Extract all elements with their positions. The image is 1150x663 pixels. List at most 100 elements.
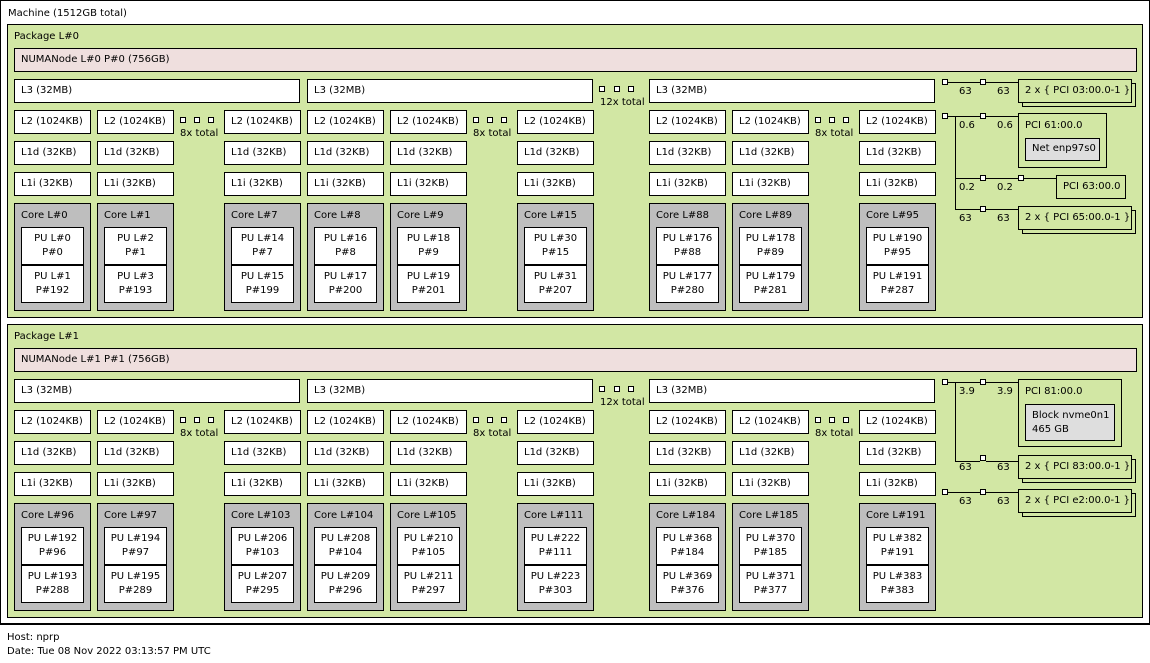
date-label: Date: Tue 08 Nov 2022 03:13:57 PM UTC bbox=[7, 646, 211, 657]
pu-box bbox=[656, 527, 719, 565]
link-line bbox=[986, 116, 1018, 117]
l3-cache bbox=[307, 379, 593, 403]
connector-port bbox=[942, 379, 948, 385]
pu-logical-label: PU L#368 bbox=[662, 533, 713, 544]
l2-cache-label: L2 (1024KB) bbox=[104, 116, 166, 127]
pu-box bbox=[231, 227, 294, 265]
pu-box bbox=[739, 527, 802, 565]
connector-port bbox=[599, 386, 605, 392]
machine-label: Machine (1512GB total) bbox=[8, 8, 127, 19]
pu-box bbox=[524, 527, 587, 565]
pu-physical-label: P#191 bbox=[880, 547, 915, 558]
connector-port bbox=[980, 175, 986, 181]
pu-physical-label: P#97 bbox=[121, 547, 150, 558]
l2-total-label: 8x total bbox=[473, 128, 512, 139]
l2-cache bbox=[649, 110, 726, 134]
pu-physical-label: P#280 bbox=[670, 285, 705, 296]
l1d-cache bbox=[649, 441, 726, 465]
l1d-cache-label: L1d (32KB) bbox=[21, 447, 77, 458]
l1d-cache bbox=[390, 141, 467, 165]
link-line bbox=[986, 178, 1018, 179]
l2-cache-label: L2 (1024KB) bbox=[739, 116, 801, 127]
l2-cache-label: L2 (1024KB) bbox=[104, 416, 166, 427]
pu-physical-label: P#185 bbox=[753, 547, 788, 558]
l2-cache-label: L2 (1024KB) bbox=[739, 416, 801, 427]
connector-port bbox=[473, 417, 479, 423]
l2-cache-label: L2 (1024KB) bbox=[397, 116, 459, 127]
l2-total-label: 8x total bbox=[180, 428, 219, 439]
pci-device-label: 2 x { PCI 83:00.0-1 } bbox=[1025, 461, 1131, 472]
l1i-cache bbox=[649, 472, 726, 496]
link-line bbox=[948, 116, 956, 117]
numa-node bbox=[14, 48, 1137, 72]
package-box-label: Package L#0 bbox=[14, 31, 79, 42]
pu-box bbox=[231, 527, 294, 565]
l1i-cache-label: L1i (32KB) bbox=[524, 178, 576, 189]
pu-logical-label: PU L#178 bbox=[745, 233, 796, 244]
pu-logical-label: PU L#192 bbox=[27, 533, 78, 544]
core-box-label: Core L#88 bbox=[656, 210, 709, 221]
l1d-cache-label: L1d (32KB) bbox=[739, 147, 795, 158]
pu-physical-label: P#89 bbox=[756, 247, 785, 258]
link-line bbox=[948, 382, 956, 383]
pu-physical-label: P#193 bbox=[118, 285, 153, 296]
core-box-label: Core L#104 bbox=[314, 510, 374, 521]
pu-logical-label: PU L#2 bbox=[117, 233, 154, 244]
connector-port bbox=[501, 117, 507, 123]
pci-device bbox=[1018, 489, 1132, 513]
link-speed: 3.9 bbox=[997, 386, 1013, 397]
l1i-cache-label: L1i (32KB) bbox=[231, 178, 283, 189]
l1i-cache bbox=[390, 172, 467, 196]
pu-logical-label: PU L#223 bbox=[530, 571, 581, 582]
l1d-cache bbox=[517, 441, 594, 465]
pu-box bbox=[524, 227, 587, 265]
core-box-label: Core L#111 bbox=[524, 510, 584, 521]
pu-logical-label: PU L#370 bbox=[745, 533, 796, 544]
l2-cache-label: L2 (1024KB) bbox=[314, 116, 376, 127]
connector-port bbox=[628, 386, 634, 392]
pu-box bbox=[739, 227, 802, 265]
connector-port bbox=[980, 113, 986, 119]
pu-logical-label: PU L#195 bbox=[110, 571, 161, 582]
link-line bbox=[986, 492, 1018, 493]
footer: Host: nprp Date: Tue 08 Nov 2022 03:13:5… bbox=[0, 624, 1150, 663]
l1i-cache-label: L1i (32KB) bbox=[656, 178, 708, 189]
l1d-cache-label: L1d (32KB) bbox=[21, 147, 77, 158]
pu-logical-label: PU L#190 bbox=[872, 233, 923, 244]
pu-box bbox=[397, 265, 460, 303]
link-speed: 0.2 bbox=[959, 182, 975, 193]
l2-cache bbox=[732, 110, 809, 134]
l1d-cache bbox=[307, 441, 384, 465]
pu-logical-label: PU L#31 bbox=[533, 271, 578, 282]
pci-device-label: 2 x { PCI 03:00.0-1 } bbox=[1025, 85, 1131, 96]
l1i-cache bbox=[224, 472, 301, 496]
pu-physical-label: P#296 bbox=[328, 585, 363, 596]
l1d-cache-label: L1d (32KB) bbox=[656, 447, 712, 458]
pu-physical-label: P#88 bbox=[673, 247, 702, 258]
pu-physical-label: P#1 bbox=[125, 247, 146, 258]
pci-device-label: 2 x { PCI e2:00.0-1 } bbox=[1025, 495, 1130, 506]
pu-physical-label: P#287 bbox=[880, 285, 915, 296]
pu-box bbox=[104, 227, 167, 265]
core-box-label: Core L#96 bbox=[21, 510, 74, 521]
pu-box bbox=[656, 227, 719, 265]
os-device bbox=[1025, 138, 1100, 161]
l1i-cache-label: L1i (32KB) bbox=[104, 178, 156, 189]
connector-port bbox=[194, 117, 200, 123]
pu-logical-label: PU L#382 bbox=[872, 533, 923, 544]
pu-logical-label: PU L#193 bbox=[27, 571, 78, 582]
pu-physical-label: P#200 bbox=[328, 285, 363, 296]
pu-logical-label: PU L#206 bbox=[237, 533, 288, 544]
connector-port bbox=[942, 113, 948, 119]
pu-logical-label: PU L#209 bbox=[320, 571, 371, 582]
connector-port bbox=[628, 86, 634, 92]
connector-port bbox=[487, 417, 493, 423]
connector-port bbox=[180, 117, 186, 123]
l3-cache-label: L3 (32MB) bbox=[314, 385, 366, 396]
l1d-cache bbox=[224, 141, 301, 165]
pu-box bbox=[866, 565, 929, 603]
l3-cache-label: L3 (32MB) bbox=[656, 385, 708, 396]
pu-physical-label: P#288 bbox=[35, 585, 70, 596]
pu-logical-label: PU L#18 bbox=[406, 233, 451, 244]
l1d-cache-label: L1d (32KB) bbox=[397, 447, 453, 458]
